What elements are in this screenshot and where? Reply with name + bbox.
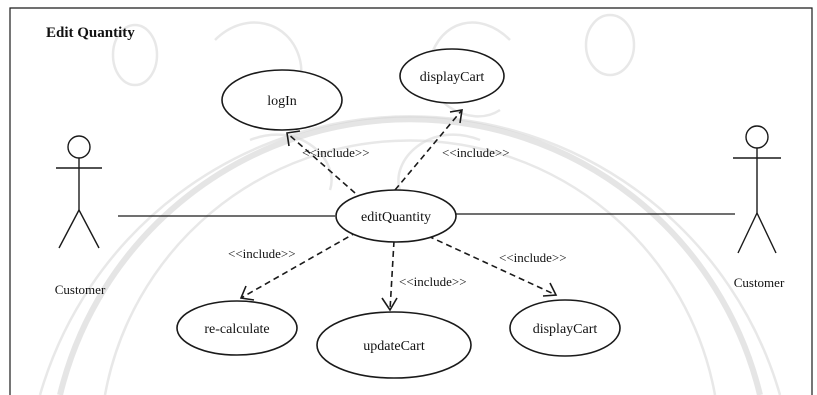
include-recalculate (239, 231, 358, 301)
use-case-label: logIn (267, 94, 297, 109)
watermark-seal (38, 13, 782, 395)
include-login (286, 130, 356, 194)
use-case-label: updateCart (363, 339, 425, 354)
include-label-displaycart-bottom: <<include>> (499, 250, 567, 265)
use-case-label: displayCart (533, 322, 598, 337)
use-case-recalculate: re-calculate (176, 300, 298, 356)
diagram-frame (9, 7, 813, 395)
use-case-updatecart: updateCart (316, 311, 472, 379)
actor-customer-right: Customer (733, 125, 785, 290)
actor-head (745, 125, 769, 149)
use-case-label: re-calculate (204, 322, 269, 337)
include-displaycart-top (394, 109, 463, 191)
actor-label: Customer (55, 282, 106, 297)
include-label-displaycart-top: <<include>> (442, 145, 510, 160)
use-case-label: displayCart (420, 70, 485, 85)
diagram-title: Edit Quantity (46, 25, 135, 41)
include-label-updatecart: <<include>> (399, 274, 467, 289)
actor-head (67, 135, 91, 159)
include-displaycart-bottom (427, 235, 558, 297)
include-label-login: <<include>> (302, 145, 370, 160)
use-case-displaycart-bottom: displayCart (509, 299, 621, 357)
use-case-editquantity: editQuantity (335, 189, 457, 243)
include-updatecart (381, 240, 398, 312)
use-case-displaycart-top: displayCart (399, 48, 505, 104)
use-case-label: editQuantity (361, 210, 431, 225)
actor-label: Customer (734, 275, 785, 290)
actor-customer-left: Customer (55, 135, 106, 297)
include-label-recalculate: <<include>> (228, 246, 296, 261)
use-case-login: logIn (221, 69, 343, 131)
